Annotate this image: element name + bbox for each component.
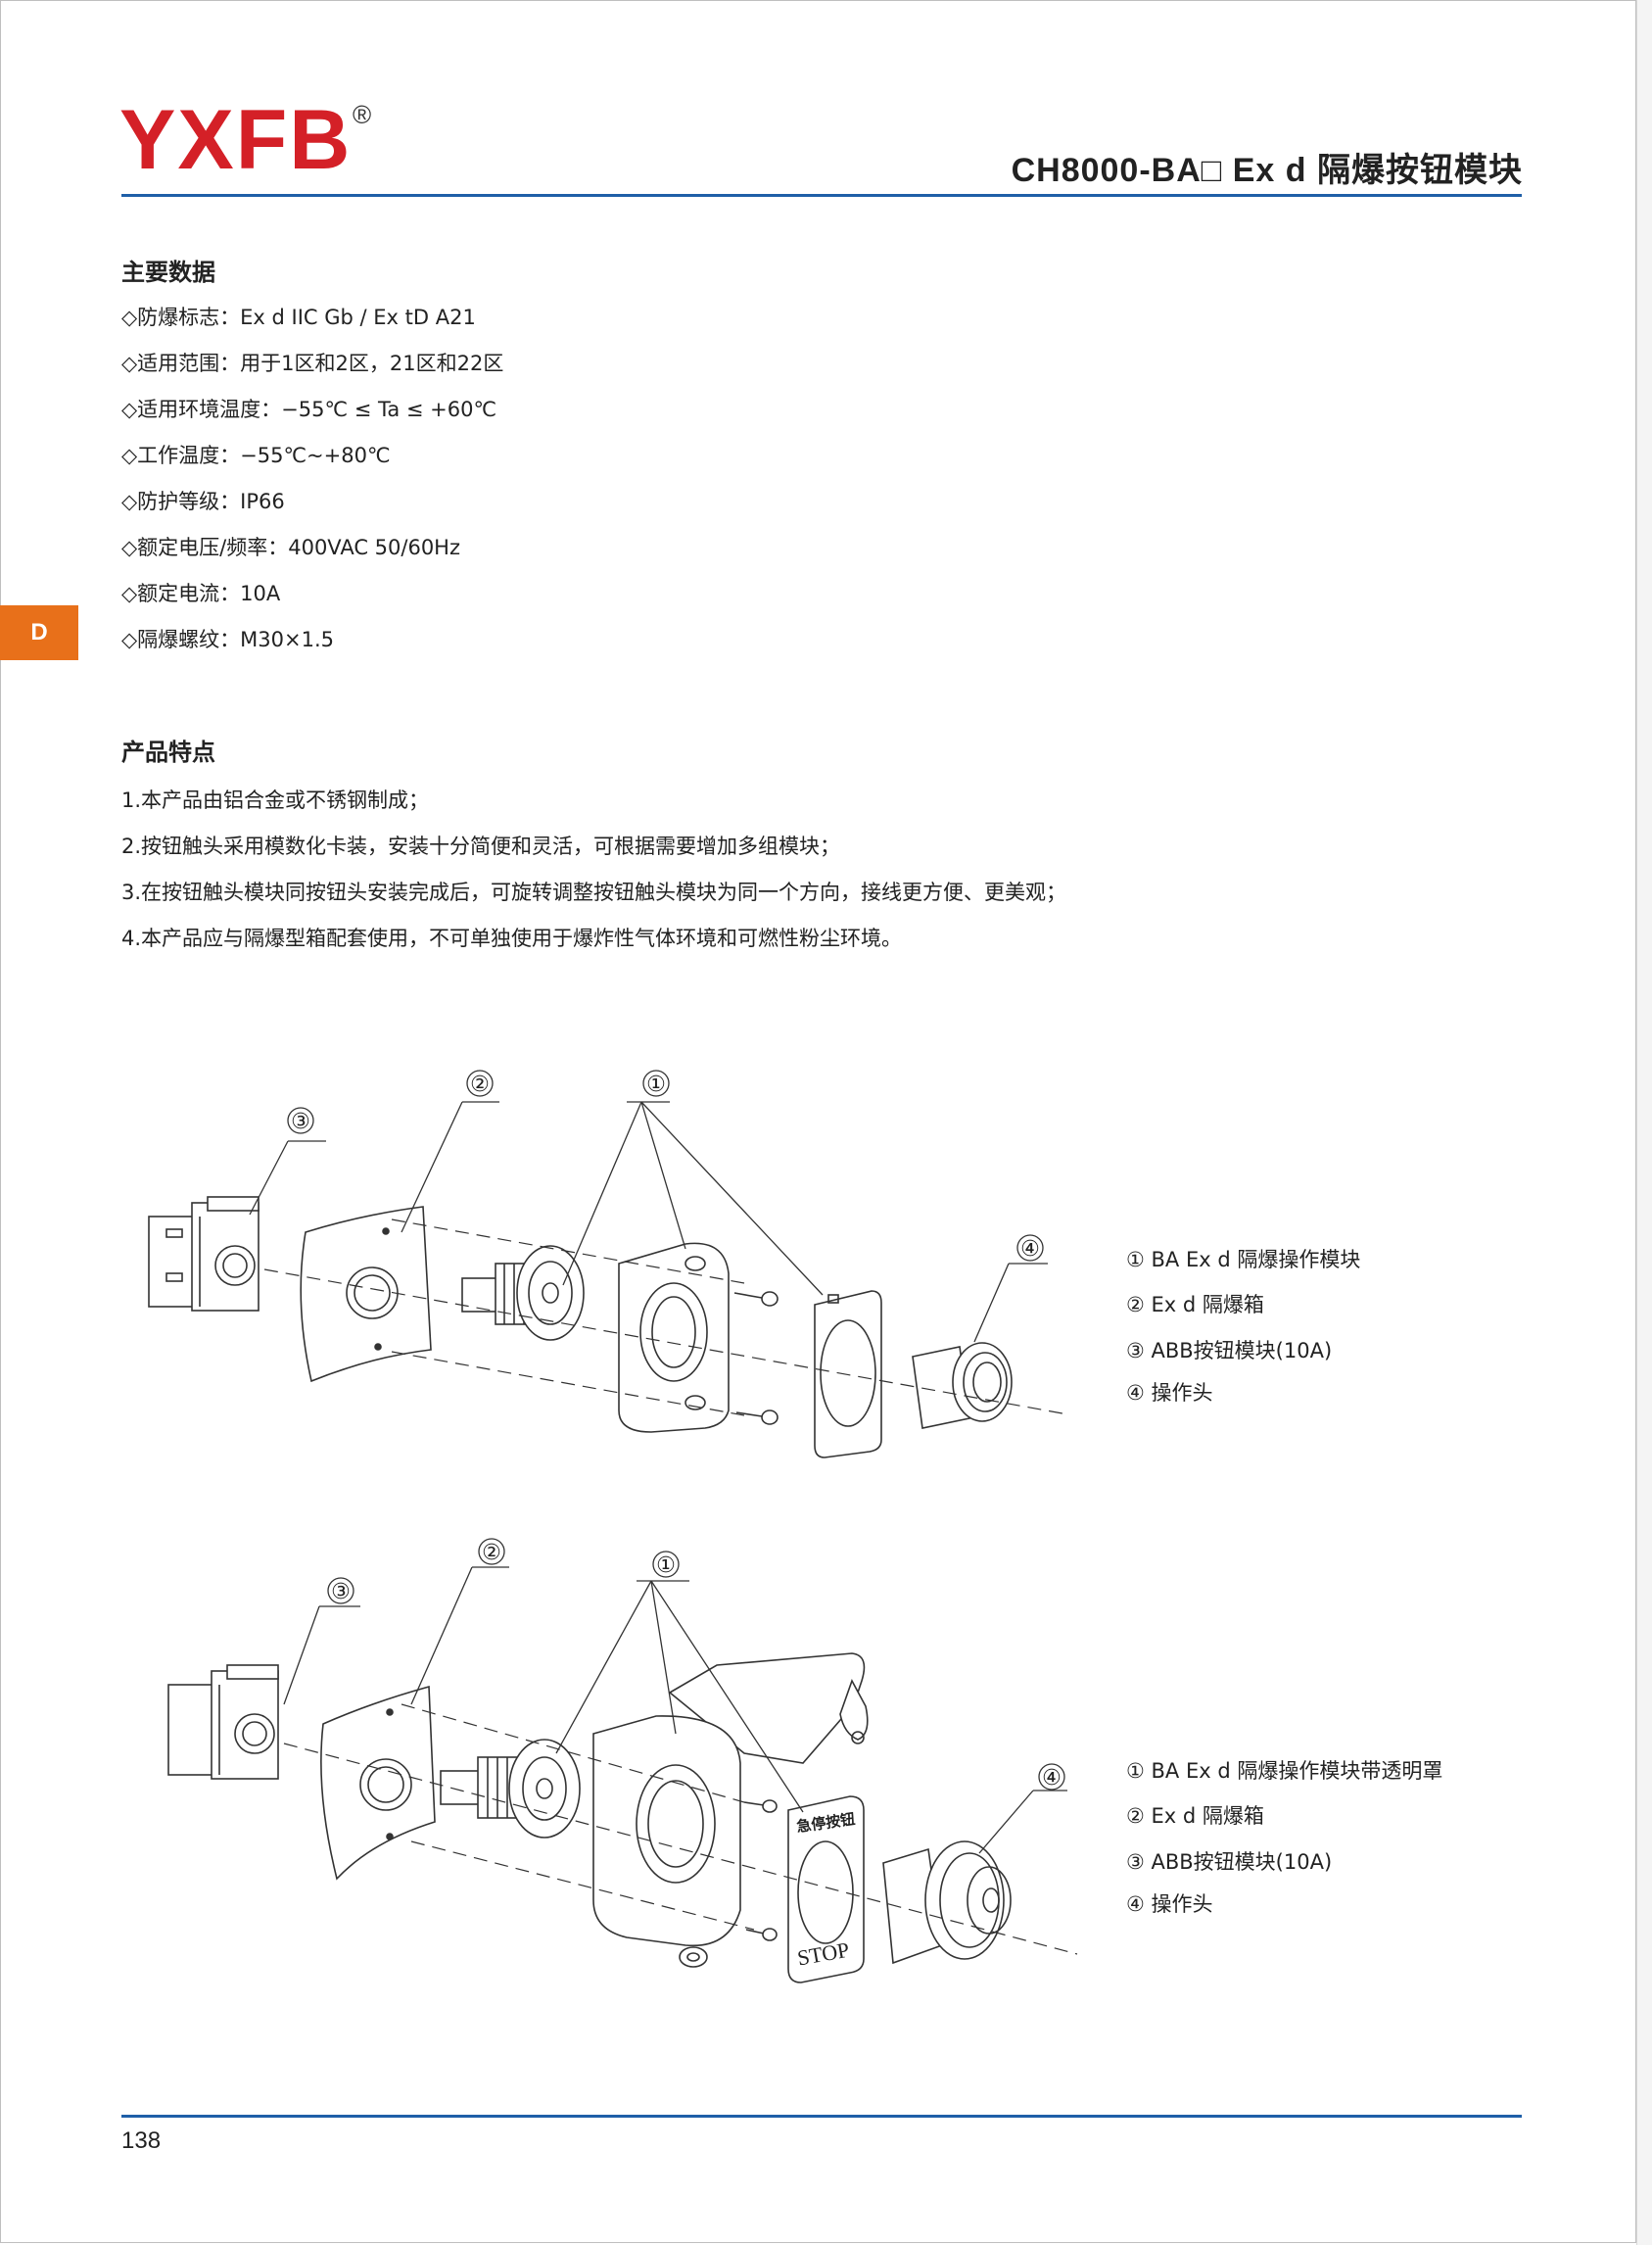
feature-item: 2.按钮触头采用模数化卡装，安装十分简便和灵活，可根据需要增加多组模块；	[121, 835, 841, 858]
spec-item: ◇额定电流：10A	[121, 582, 281, 605]
callout-3-d2: ③	[327, 1577, 354, 1604]
screw-1b	[735, 1409, 779, 1425]
assembly-axes-2	[283, 1703, 1078, 1955]
legend-plate-2	[787, 1795, 865, 1983]
callout-4-d2: ④	[1038, 1763, 1065, 1791]
legend-item-d1: ② Ex d 隔爆箱	[1126, 1293, 1264, 1316]
legend-item-d2: ④ 操作头	[1126, 1892, 1213, 1916]
operator-head-1	[912, 1342, 1013, 1429]
diagram2-drawing	[167, 1652, 1012, 1983]
header-rule	[121, 194, 1522, 197]
screw-2a	[743, 1799, 778, 1813]
svg-text:③: ③	[331, 1580, 351, 1604]
module-housing-2	[592, 1715, 741, 1968]
abb-contact-block-1	[148, 1196, 260, 1312]
callout-4-d1: ④	[1016, 1234, 1044, 1262]
brand-logo: YXFB	[119, 93, 353, 187]
svg-text:②: ②	[470, 1073, 490, 1097]
legend-item-d2: ③ ABB按钮模块(10A)	[1126, 1850, 1333, 1874]
svg-text:④: ④	[1020, 1237, 1040, 1262]
screw-2b	[745, 1928, 778, 1941]
feature-item: 1.本产品由铝合金或不锈钢制成；	[121, 788, 430, 812]
page-edge-strip	[1636, 0, 1652, 2245]
legend-item-d1: ① BA Ex d 隔爆操作模块	[1126, 1248, 1361, 1271]
legend-item-d2: ① BA Ex d 隔爆操作模块带透明罩	[1126, 1759, 1443, 1783]
page-title: CH8000-BA□ Ex d 隔爆按钮模块	[1011, 152, 1523, 189]
operator-head-2	[882, 1840, 1012, 1965]
svg-text:①: ①	[646, 1073, 666, 1097]
assembly-axes-1	[263, 1218, 1063, 1416]
callout-3-d1: ③	[287, 1107, 314, 1134]
spec-item: ◇额定电压/频率：400VAC 50/60Hz	[121, 536, 460, 559]
main-data-heading: 主要数据	[121, 259, 215, 286]
spec-item: ◇适用环境温度：−55℃ ≤ Ta ≤ +60℃	[121, 398, 497, 421]
legend-item-d2: ② Ex d 隔爆箱	[1126, 1804, 1264, 1828]
callout-2-d2: ②	[478, 1538, 505, 1565]
features-heading: 产品特点	[121, 739, 215, 766]
feature-item: 3.在按钮触头模块同按钮头安装完成后，可旋转调整按钮触头模块为同一个方向，接线更…	[121, 881, 1067, 904]
svg-text:①: ①	[656, 1553, 676, 1578]
spec-item: ◇工作温度：−55℃~+80℃	[121, 444, 391, 467]
callout-2-d1: ②	[466, 1070, 494, 1097]
abb-contact-block-2	[167, 1664, 279, 1780]
legend-item-d1: ④ 操作头	[1126, 1381, 1213, 1405]
legend-item-d1: ③ ABB按钮模块(10A)	[1126, 1339, 1333, 1362]
svg-text:③: ③	[291, 1110, 310, 1134]
leader-lines-2	[283, 1566, 1067, 1854]
module-housing-1	[618, 1242, 730, 1433]
enclosure-plate-1	[300, 1206, 432, 1383]
leader-lines-1	[249, 1101, 1048, 1343]
registered-mark: ®	[353, 100, 372, 129]
callout-1-d2: ①	[652, 1551, 680, 1578]
diagram1-drawing	[148, 1196, 1013, 1458]
svg-text:②: ②	[482, 1541, 501, 1565]
svg-text:④: ④	[1042, 1766, 1062, 1791]
spec-item: ◇适用范围：用于1区和2区，21区和22区	[121, 352, 504, 375]
spec-item: ◇隔爆螺纹：M30×1.5	[121, 628, 334, 651]
section-tab-d[interactable]: D	[0, 605, 78, 660]
operating-module-1	[461, 1245, 585, 1341]
enclosure-plate-2	[320, 1685, 436, 1881]
screw-1a	[733, 1291, 779, 1307]
footer-rule	[121, 2115, 1522, 2118]
spec-item: ◇防爆标志：Ex d IIC Gb / Ex tD A21	[121, 306, 476, 329]
page-number: 138	[121, 2127, 162, 2154]
feature-item: 4.本产品应与隔爆型箱配套使用，不可单独使用于爆炸性气体环境和可燃性粉尘环境。	[121, 927, 903, 950]
spec-item: ◇防护等级：IP66	[121, 490, 285, 513]
callout-1-d1: ①	[642, 1070, 670, 1097]
operating-module-2	[440, 1739, 581, 1839]
transparent-cover	[668, 1652, 869, 1764]
